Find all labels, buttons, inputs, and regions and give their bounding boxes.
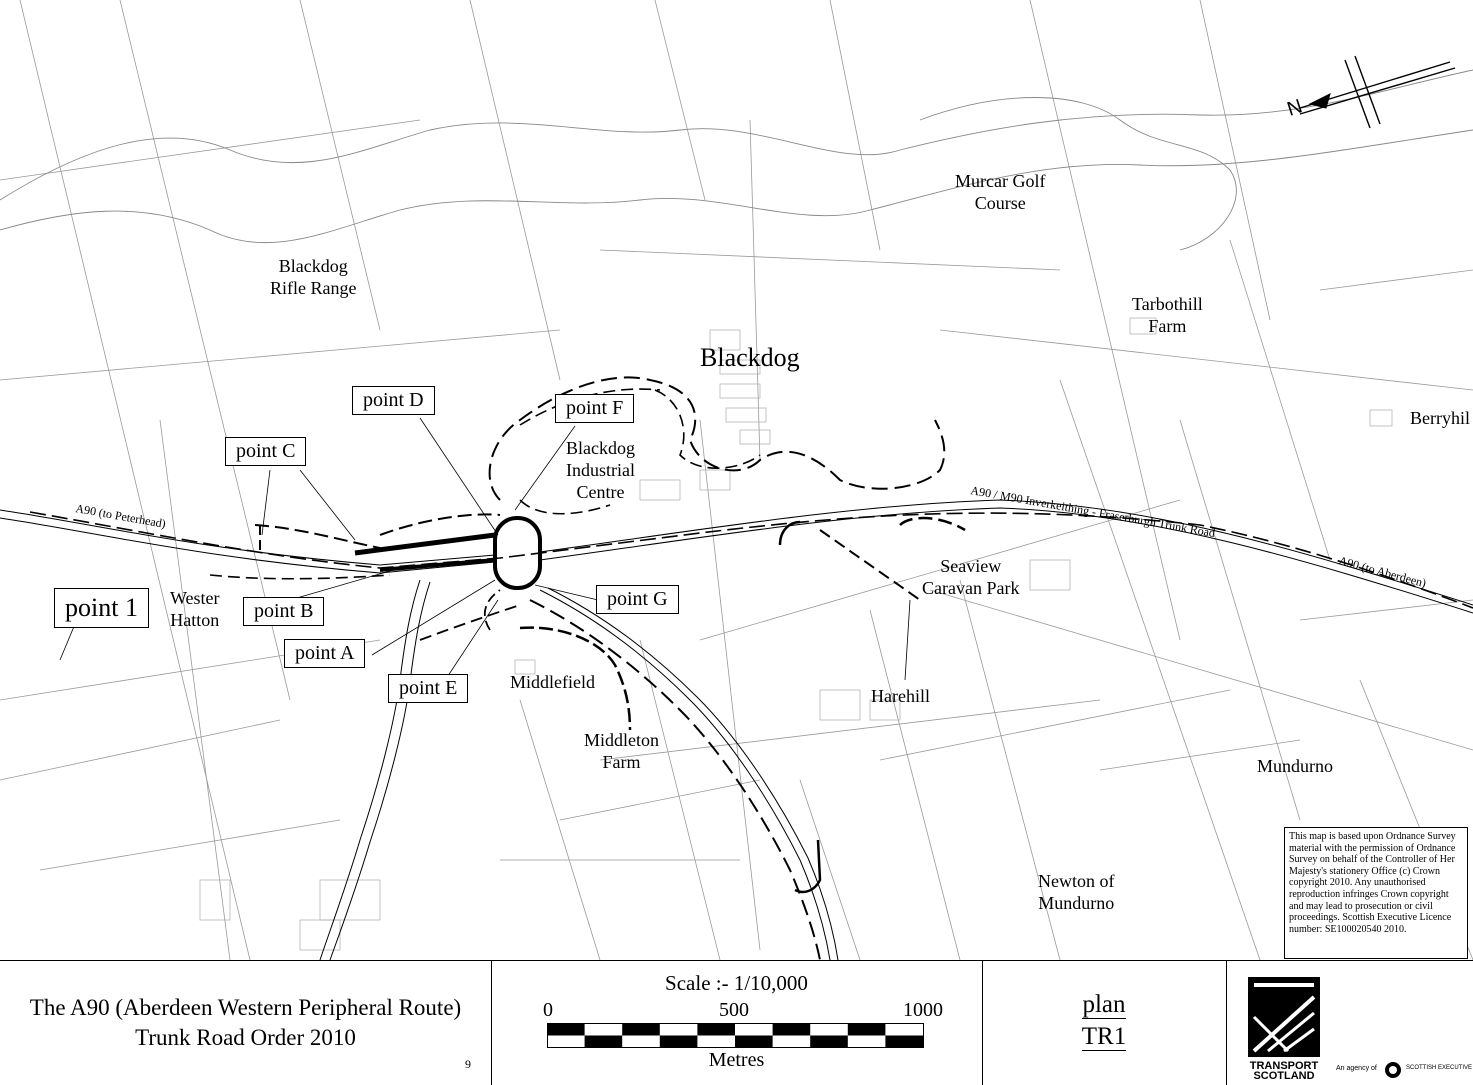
scale-tick-500: 500 xyxy=(719,999,749,1021)
leader-lines xyxy=(59,417,911,689)
order-title-line1: The A90 (Aberdeen Western Peripheral Rou… xyxy=(29,995,462,1020)
scale-bar xyxy=(547,1023,924,1048)
title-block: The A90 (Aberdeen Western Peripheral Rou… xyxy=(0,960,1473,1085)
scottish-executive-text: SCOTTISH EXECUTIVE xyxy=(1406,1065,1473,1071)
scottish-executive-crest-icon xyxy=(1385,1062,1401,1078)
north-arrow: N xyxy=(1284,55,1456,129)
a90-trunk-road xyxy=(0,499,1473,614)
scale-label: Scale :- 1/10,000 xyxy=(665,971,808,995)
place-mundurno: Mundurno xyxy=(1257,756,1333,776)
point-d-label: point D xyxy=(352,386,435,415)
plan-id: TR1 xyxy=(1081,1023,1127,1051)
plan-label: plan xyxy=(1082,991,1126,1019)
agency-text: An agency of xyxy=(1336,1065,1377,1072)
sheet-number: 9 xyxy=(465,1057,471,1071)
scale-tick-1000: 1000 xyxy=(903,999,943,1021)
plan-cell: plan TR1 xyxy=(982,961,1227,1085)
map-canvas[interactable]: N A90 (to Peterhead) A90 / M90 Inverkeit… xyxy=(0,0,1473,960)
copyright-notice: This map is based upon Ordnance Survey m… xyxy=(1284,827,1468,959)
point-a-label: point A xyxy=(284,639,366,668)
coastline xyxy=(0,69,1473,251)
buildings xyxy=(199,317,1393,951)
title-cell: The A90 (Aberdeen Western Peripheral Rou… xyxy=(0,961,492,1085)
scale-unit: Metres xyxy=(708,1049,765,1071)
scale-cell: Scale :- 1/10,000 0 500 1000 Metres xyxy=(491,961,983,1085)
label-a90-m90: A90 / M90 Inverkeithing - Fraserburgh Tr… xyxy=(969,483,1216,540)
label-a90-peterhead: A90 (to Peterhead) xyxy=(74,501,166,531)
north-label: N xyxy=(1284,95,1305,120)
point-e-label: point E xyxy=(388,674,469,703)
transport-scotland-logo-icon xyxy=(1248,977,1320,1057)
place-harehill: Harehill xyxy=(871,686,930,706)
place-berryhill: Berryhil xyxy=(1410,408,1470,428)
point-c-label: point C xyxy=(225,437,307,466)
scale-tick-0: 0 xyxy=(543,999,553,1021)
order-title-line2: Trunk Road Order 2010 xyxy=(135,1025,356,1050)
background-field-lines xyxy=(0,0,1473,960)
point-f-label: point F xyxy=(555,394,635,423)
point-1-label: point 1 xyxy=(54,588,149,628)
road-labels: A90 (to Peterhead) A90 / M90 Inverkeithi… xyxy=(74,483,1427,590)
point-g-label: point G xyxy=(596,585,679,614)
place-blackdog: Blackdog xyxy=(700,343,800,372)
place-middlefield: Middlefield xyxy=(510,672,595,692)
point-b-label: point B xyxy=(243,597,325,626)
